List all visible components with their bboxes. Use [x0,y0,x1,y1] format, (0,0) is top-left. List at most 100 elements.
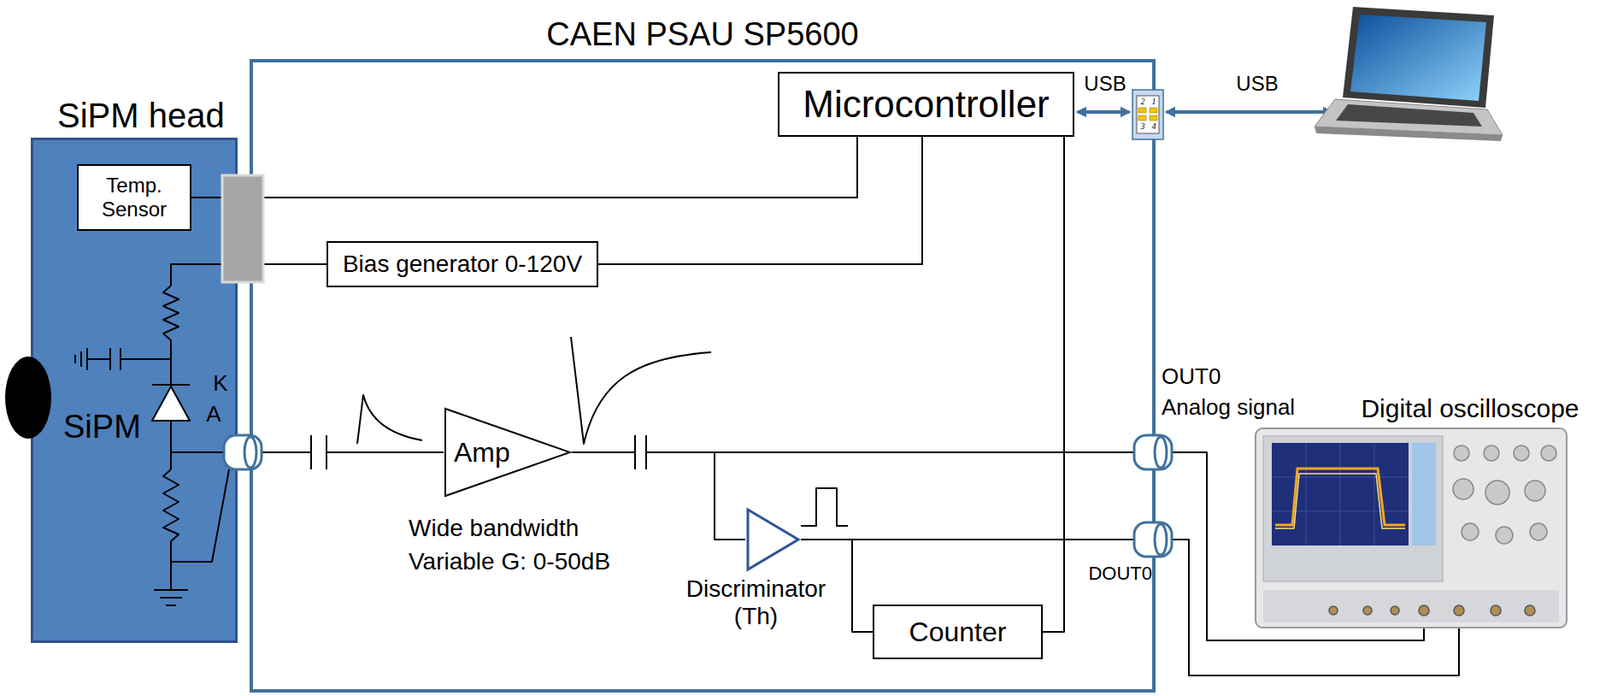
label-anchor: 3 [1141,121,1146,132]
grid-line [1271,476,1409,478]
triangle-shape [747,509,799,570]
scope-body [1255,428,1567,628]
module-box: CAEN PSAU SP5600MicrocontrollerBias gene… [249,58,1156,693]
microcontroller-box: Microcontroller [777,71,1075,137]
knob [1452,478,1474,500]
bnc-face [1154,436,1167,468]
ground-symbol [80,351,83,367]
input-connector [1524,605,1536,616]
digital-output-wire [852,538,1136,541]
sensor-box: Temp. Sensor [76,164,192,231]
input-connector [1490,605,1501,616]
input-connector [1363,605,1372,615]
signal-wire [191,136,858,198]
ground-symbol [86,347,89,371]
pulse-sketch [357,394,423,444]
wire [170,420,172,470]
ground-symbol [74,354,77,364]
resistor-symbol [163,285,179,341]
shield-wire [170,469,230,562]
pulse-sketch [800,488,848,526]
input-connector [1329,605,1338,615]
counter-box: Counter [872,604,1043,659]
signal-wire [571,452,746,540]
knob [1513,445,1530,461]
pin-number: 4 [1152,121,1157,132]
bias-wire [170,264,223,286]
label-anchor: OUT0 [1161,364,1221,390]
capacitor-symbol [119,347,122,371]
triangle-outline [745,506,801,572]
wire [170,541,172,590]
node-text: Discriminator (Th) [670,575,842,630]
usb-pin [1149,115,1158,121]
pin-number: 1 [1152,96,1157,107]
discriminator-symbol: Discriminator (Th) [745,506,801,572]
laptop-keyboard [1335,104,1483,127]
label-anchor: 1 [1152,96,1157,107]
analog-output-wire [714,451,1136,453]
ground-symbol [159,596,183,599]
scope-grid [1271,442,1409,546]
oscilloscope-illustration [1255,428,1567,628]
terminal-label: K [212,370,228,397]
usb-pin [1149,107,1158,113]
knob [1485,480,1510,505]
label-anchor: Digital oscilloscope [1360,394,1579,424]
node-text: Amp [453,438,511,466]
detector-head-box: SiPM headTemp. Sensor [30,137,238,643]
scope-inputs [1329,605,1536,616]
usb-pin [1138,115,1147,121]
knob [1461,523,1479,541]
label-anchor: 4 [1152,121,1157,132]
node-text: Bias generator 0-120V [342,250,583,278]
label-anchor: DOUT0 [1088,562,1153,584]
wire [170,451,226,453]
laptop-lid [1342,6,1495,108]
bnc-connector [1134,522,1172,557]
triangle-shape [445,408,571,496]
protocol-label: USB [1083,71,1126,96]
pin-number: 3 [1141,121,1146,132]
input-connector [1418,605,1430,616]
usb-pin [1138,107,1147,113]
head-fill [30,137,238,643]
resistor-symbol [163,469,179,542]
input-connector [1453,605,1465,616]
bnc-body [1134,435,1172,470]
diode-symbol [152,386,190,421]
label-anchor: K [212,370,228,397]
label-anchor: A [205,401,221,428]
grid-line [1305,442,1307,546]
node-text: Temp. Sensor [85,173,183,221]
usb-arrow [1077,110,1130,114]
knob [1483,445,1500,461]
output-label: OUT0 [1161,364,1221,390]
label-anchor: USB [1083,71,1126,96]
grid-line [1340,442,1342,546]
wire [87,358,111,360]
bnc-face [244,436,257,468]
bnc-face [1154,523,1167,555]
scope-front-strip [1263,589,1559,623]
knob [1524,480,1546,501]
protocol-label: USB [1235,71,1278,96]
usb-arrow [1166,110,1332,114]
label-anchor: USB [1235,71,1278,96]
node-text: Microcontroller [802,82,1050,127]
knob [1495,526,1513,544]
laptop-edge [1314,126,1503,142]
usb-socket [1136,95,1159,134]
scope-screen [1271,442,1409,546]
scope-knobs [1452,445,1557,544]
scope-trace [1275,473,1406,529]
light-source [5,356,52,439]
signal-wire [1042,136,1065,632]
multi-pin-connector [222,175,264,283]
scope-bezel [1263,435,1443,582]
pin-number: 2 [1141,96,1146,107]
output-label: DOUT0 [1088,562,1153,584]
node-text: SiPM head [33,95,236,136]
knob [1529,523,1548,541]
